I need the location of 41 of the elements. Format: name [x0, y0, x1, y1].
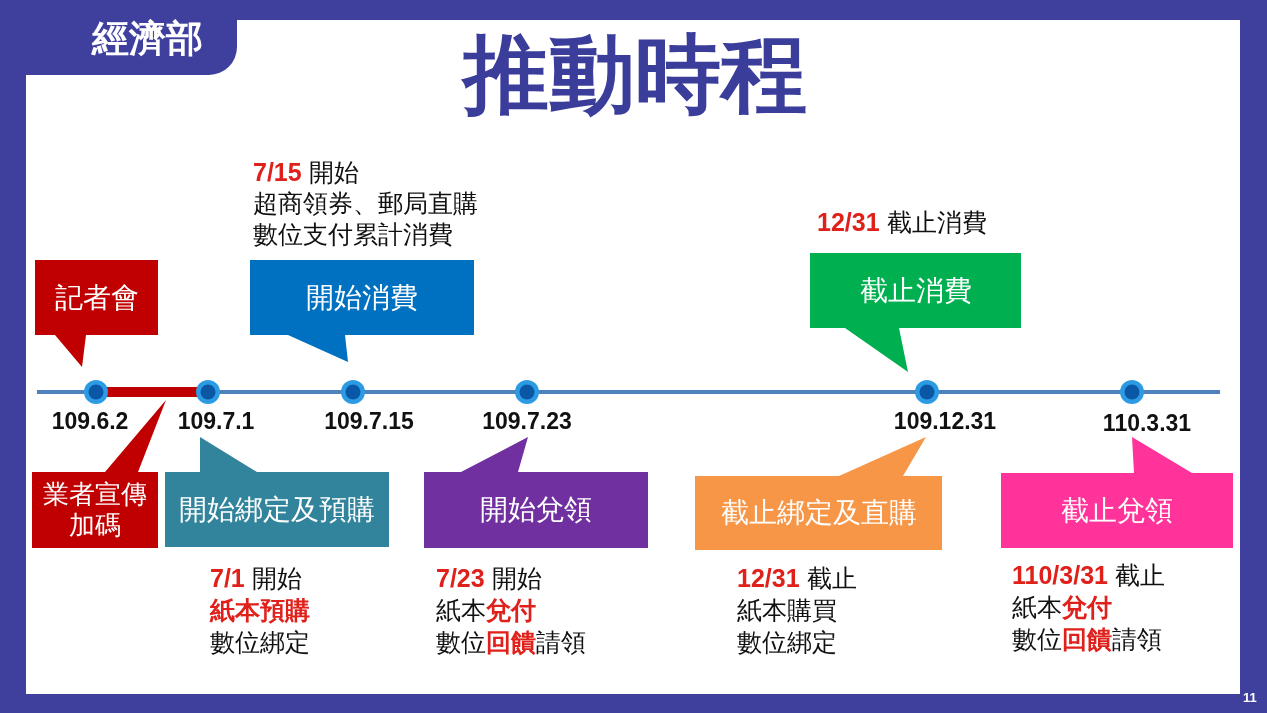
speech-bubble [424, 437, 648, 548]
bubble-text: 記者會 [54, 281, 139, 314]
speech-bubble [32, 400, 166, 548]
speech-bubble [35, 260, 158, 367]
bubble-text: 業者宣傳加碼 [42, 479, 148, 541]
bubble-text: 開始消費 [306, 281, 418, 314]
note-text: 7/1 開始 [210, 563, 302, 593]
page-number: 11 [1243, 690, 1257, 705]
bubble-text: 截止綁定及直購 [720, 497, 917, 529]
bubble-text: 開始兌領 [480, 494, 592, 526]
date-label: 109.7.23 [482, 407, 572, 435]
date-label: 109.7.1 [177, 407, 255, 435]
note-text: 超商領券、郵局直購 [253, 188, 478, 218]
note-text: 數位回饋請領 [1012, 624, 1162, 654]
date-label: 109.7.15 [324, 407, 414, 435]
date-label: 109.12.31 [893, 407, 997, 435]
note-text: 12/31 截止消費 [817, 207, 987, 237]
speech-bubble [165, 437, 389, 547]
bubble-text: 截止兌領 [1061, 494, 1173, 527]
slide-title: 推動時程 [463, 25, 807, 124]
note-text: 7/23 開始 [436, 563, 542, 593]
note-text: 紙本兌付 [436, 595, 536, 625]
note-text: 紙本預購 [210, 595, 310, 625]
note-text: 數位綁定 [737, 627, 837, 657]
note-text: 7/15 開始 [253, 157, 359, 187]
date-label: 110.3.31 [1102, 409, 1192, 437]
speech-bubble [250, 260, 474, 362]
header-text: 經濟部 [92, 18, 203, 60]
note-text: 數位回饋請領 [436, 627, 586, 657]
note-text: 紙本購買 [737, 595, 837, 625]
speech-bubble [810, 253, 1021, 372]
note-text: 12/31 截止 [737, 563, 857, 593]
speech-bubble [695, 437, 942, 550]
speech-bubble [1001, 437, 1233, 548]
note-text: 110/3/31 截止 [1012, 560, 1165, 590]
bubble-text: 開始綁定及預購 [179, 493, 375, 526]
note-text: 數位綁定 [210, 627, 310, 657]
bubble-text: 截止消費 [859, 274, 972, 307]
note-text: 紙本兌付 [1012, 592, 1112, 622]
date-label: 109.6.2 [51, 407, 129, 435]
note-text: 數位支付累計消費 [253, 219, 453, 249]
